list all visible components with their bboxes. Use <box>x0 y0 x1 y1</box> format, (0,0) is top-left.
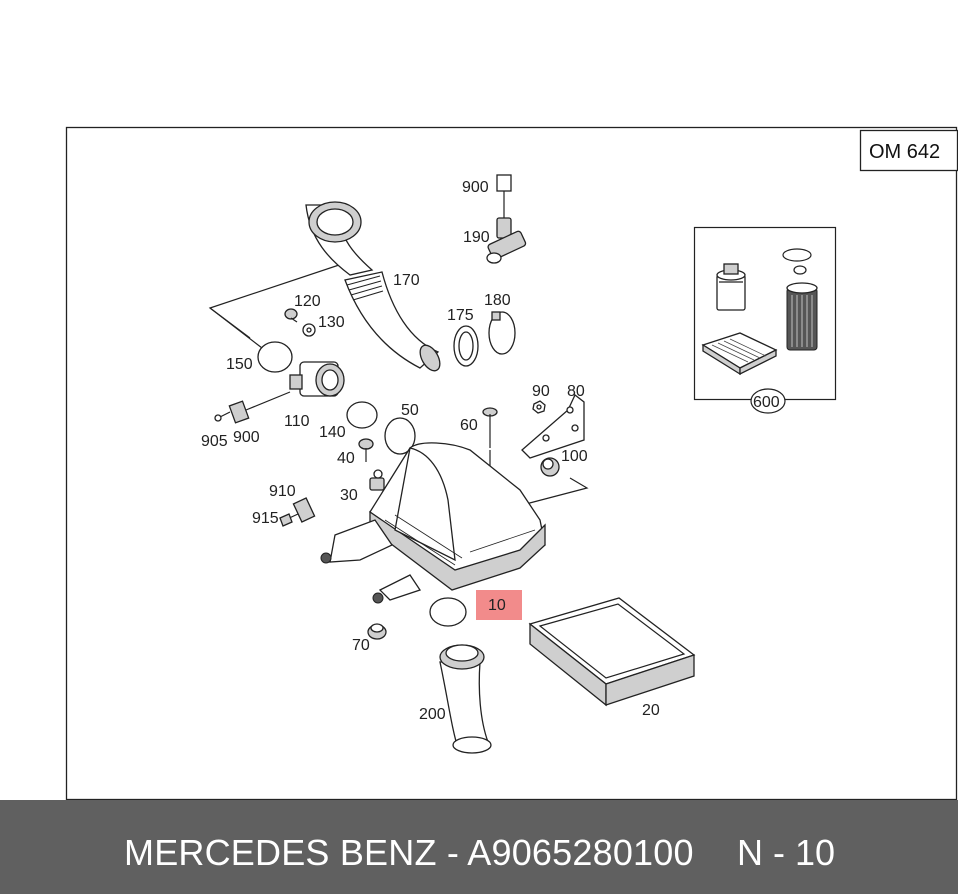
callout-200: 200 <box>419 706 446 723</box>
air-filter-housing-10-icon <box>320 442 546 627</box>
callout-90: 90 <box>532 383 550 400</box>
callout-600: 600 <box>753 394 780 411</box>
connector-910-icon <box>279 497 316 527</box>
seal-ring-175-icon <box>453 325 479 367</box>
connector-905-icon <box>214 391 291 424</box>
footer-title: MERCEDES BENZ - A9065280100 <box>124 832 694 874</box>
washer-130-icon <box>302 323 316 337</box>
cabin-filter-icon <box>701 332 778 376</box>
callout-110: 110 <box>284 413 310 430</box>
filter-element-20-icon <box>528 597 696 707</box>
edition-label: OM 642 <box>869 141 940 163</box>
callout-40: 40 <box>337 450 355 467</box>
rubber-mount-100-icon <box>540 457 560 477</box>
nut-90-icon <box>532 400 546 414</box>
callout-120: 120 <box>294 293 321 310</box>
callout-900-top: 900 <box>462 179 489 196</box>
callout-190: 190 <box>463 229 490 246</box>
bolt-120-icon <box>284 308 298 323</box>
callout-180: 180 <box>484 292 511 309</box>
grommet-70-icon <box>367 623 387 640</box>
hose-clamp-140-icon <box>346 401 378 429</box>
callout-915: 915 <box>252 510 279 527</box>
hose-clamp-150-icon <box>257 341 293 373</box>
air-mass-sensor-110-icon <box>289 361 345 397</box>
fuel-filter-icon <box>716 263 746 311</box>
callout-20: 20 <box>642 702 660 719</box>
parts-diagram: OM 642 600 <box>65 126 958 800</box>
screw-40-icon <box>358 438 374 462</box>
callout-50: 50 <box>401 402 419 419</box>
clip-30-icon <box>369 469 385 491</box>
callout-150: 150 <box>226 356 253 373</box>
callout-140: 140 <box>319 424 346 441</box>
oil-filter-element-icon <box>782 248 818 351</box>
callout-80: 80 <box>567 383 585 400</box>
callout-170: 170 <box>393 272 420 289</box>
callout-910: 910 <box>269 483 296 500</box>
seal-50-icon <box>384 417 416 455</box>
callout-60: 60 <box>460 417 478 434</box>
callout-900-lower: 900 <box>233 429 260 446</box>
service-kit-callout-bubble <box>750 388 786 414</box>
hose-clamp-180-icon <box>488 311 516 355</box>
air-duct-200-icon <box>439 644 492 754</box>
callout-30: 30 <box>340 487 358 504</box>
brand-name: MERCEDES BENZ <box>124 832 437 873</box>
sensor-190-icon <box>486 174 527 264</box>
footer-bar <box>0 800 958 894</box>
footer-separator: - <box>446 832 460 873</box>
bracket-80-icon <box>521 393 585 459</box>
edition-box <box>859 129 958 172</box>
callout-70: 70 <box>352 637 370 654</box>
callout-905: 905 <box>201 433 228 450</box>
part-number: A9065280100 <box>467 832 694 873</box>
callout-10-highlighted: 10 <box>488 597 506 614</box>
screw-60-icon <box>482 407 498 448</box>
callout-100: 100 <box>561 448 588 465</box>
callout-130: 130 <box>318 314 345 331</box>
air-intake-hose-170-icon <box>305 201 441 372</box>
position-reference: N - 10 <box>737 832 836 873</box>
highlight-box <box>476 590 522 620</box>
diagram-frame <box>65 126 958 800</box>
callout-175: 175 <box>447 307 474 324</box>
